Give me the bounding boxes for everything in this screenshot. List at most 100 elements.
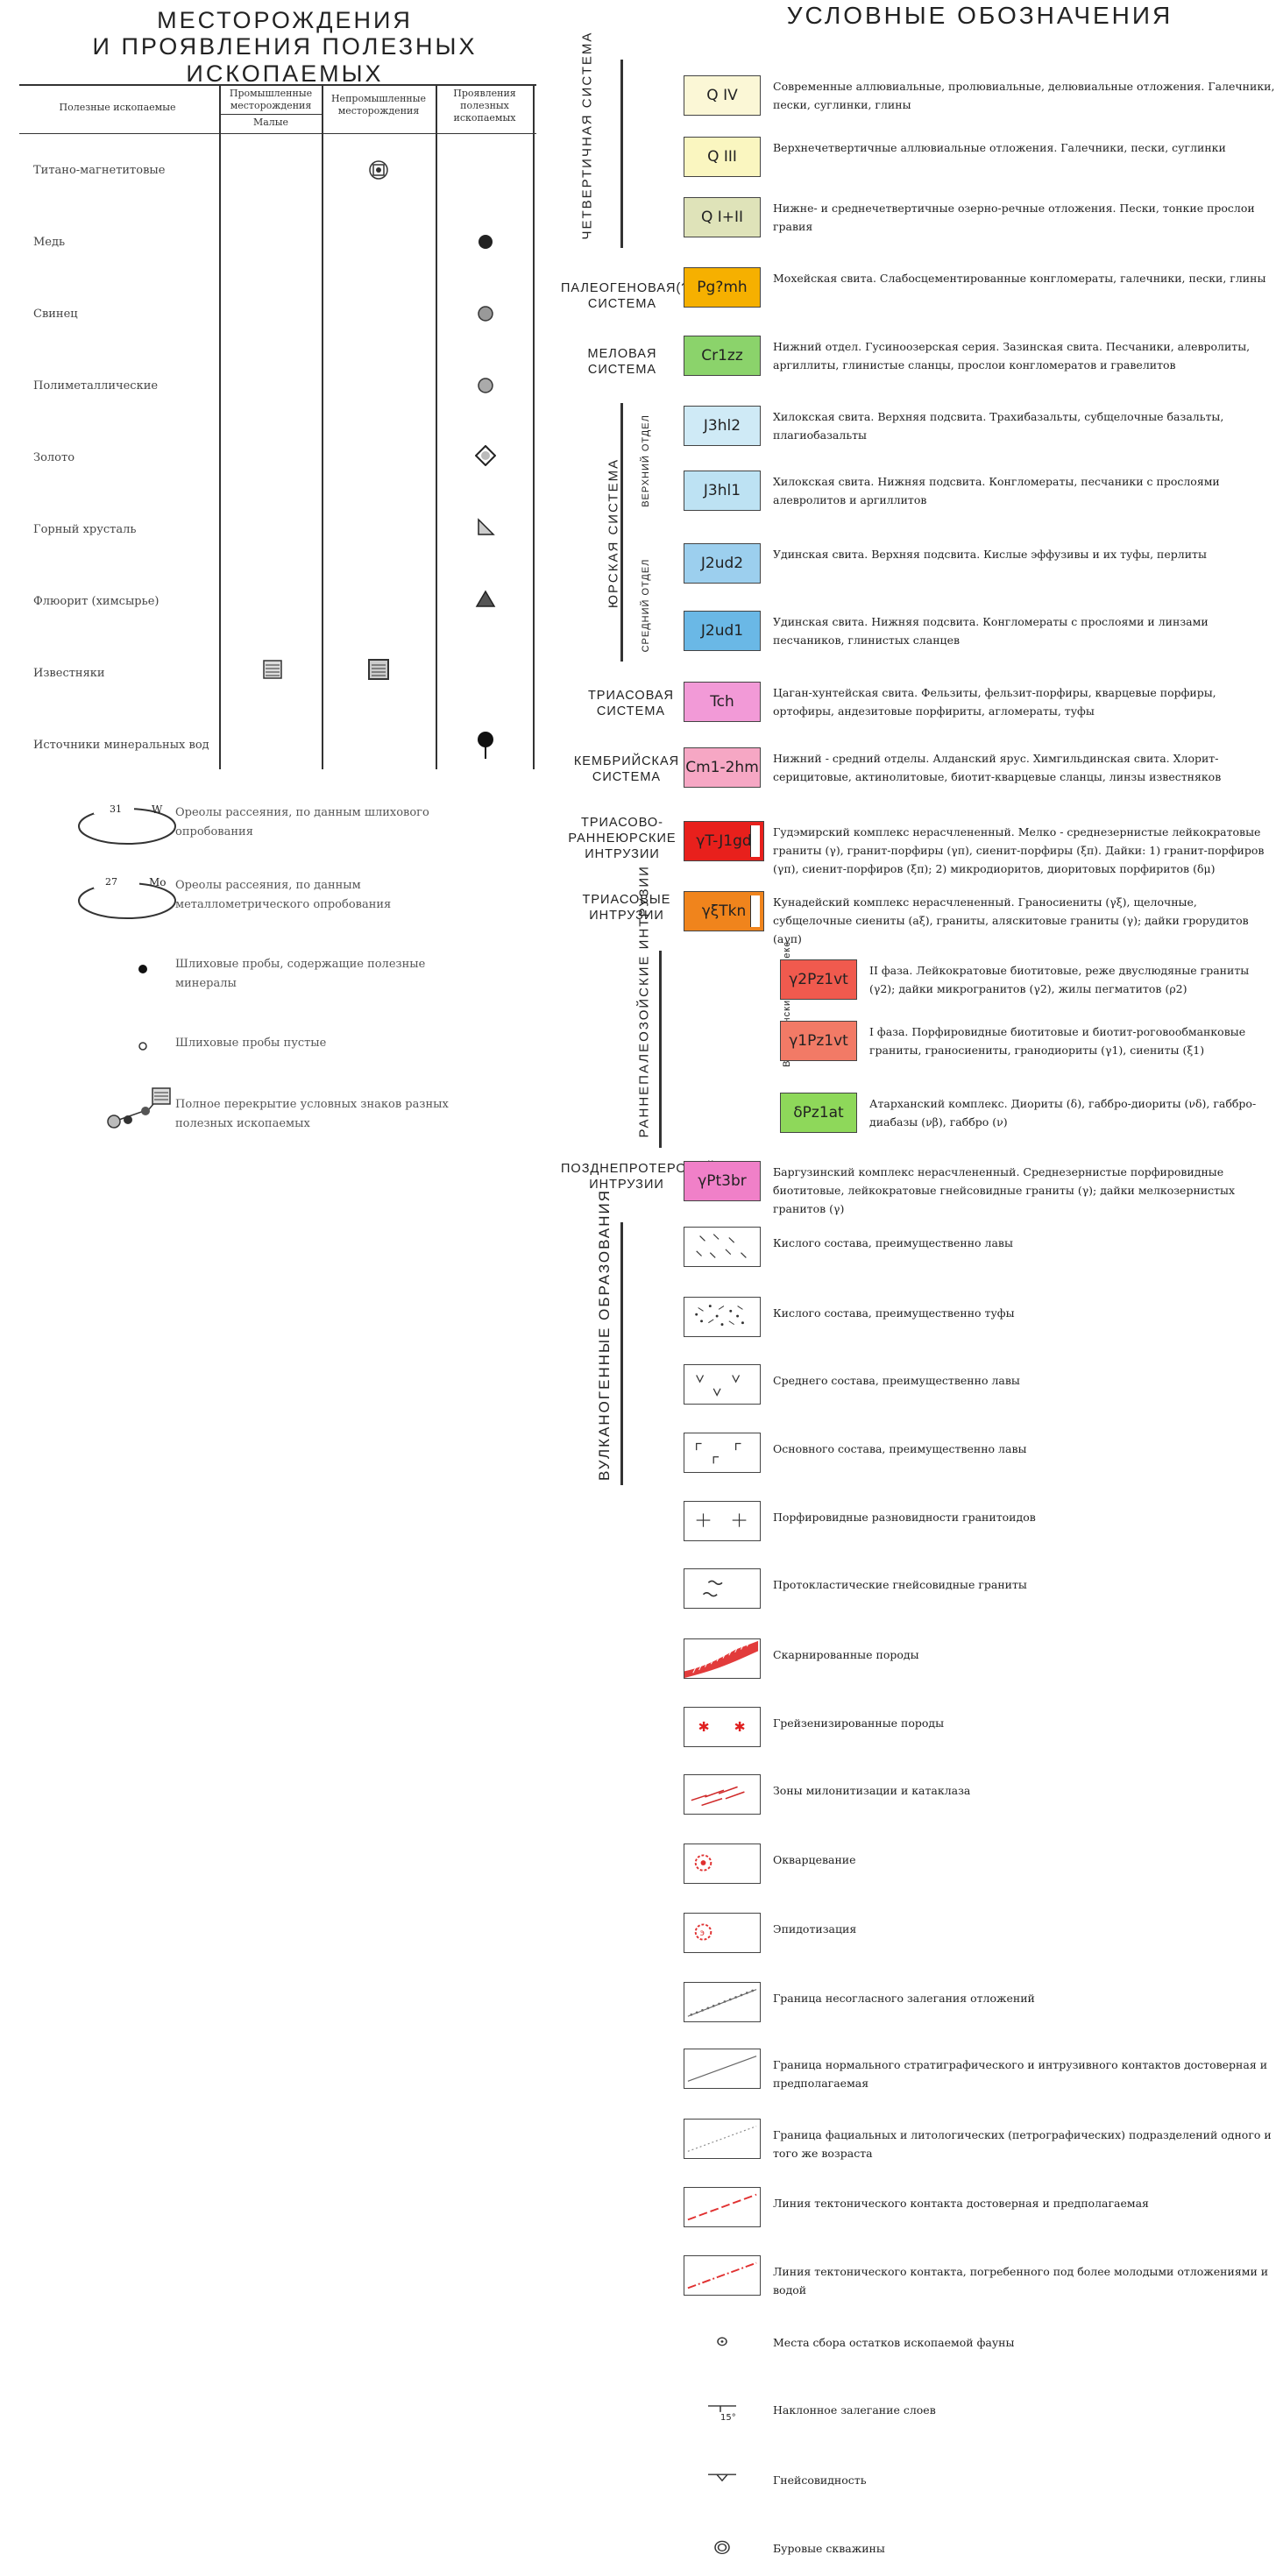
stratum-row: δPz1at Атарханский комплекс. Диориты (δ),… <box>561 1093 1256 1142</box>
overlap-symbols-icon <box>107 1087 171 1129</box>
pattern-row: Порфировидные разновидности гранитоидов <box>561 1501 1253 1545</box>
pattern-row: Места сбора остатков ископаемой фауны <box>561 2326 1253 2370</box>
mineral-name: Известняки <box>33 667 105 680</box>
pattern-description: Наклонное залегание слоев <box>773 2403 936 2417</box>
deposits-title-line2: И ПРОЯВЛЕНИЯ ПОЛЕЗНЫХ ИСКОПАЕМЫХ <box>92 33 478 87</box>
mineral-name: Медь <box>33 236 66 249</box>
heavy-concentrate-halo-icon <box>78 802 176 845</box>
stratum-code: γT-J1gd <box>696 832 752 850</box>
stratum-row: J3hl1 Хилокская свита. Нижняя подсвита. К… <box>561 471 1253 520</box>
legend-title: УСЛОВНЫЕ ОБОЗНАЧЕНИЯ <box>786 2 1173 29</box>
stratum-code-box: δPz1at <box>780 1093 857 1133</box>
normal-contact-line-icon <box>684 2049 761 2089</box>
pattern-row: Гнейсовидность <box>561 2464 1253 2508</box>
stratum-code-box: Cr1zz <box>684 336 761 376</box>
stratum-description: Цаган-хунтейская свита. Фельзиты, фельзи… <box>773 686 1216 718</box>
pattern-row: Граница фациальных и литологических (пет… <box>561 2119 1272 2162</box>
header-nonindustrial: Непромышленные месторождения <box>330 93 427 117</box>
stratum-description: Удинская свита. Нижняя подсвита. Конглом… <box>773 615 1209 647</box>
diamond-circle-icon <box>475 445 496 466</box>
stratum-description: Хилокская свита. Верхняя подсвита. Трахи… <box>773 410 1224 442</box>
pattern-description: Линия тектонического контакта, погребенн… <box>773 2265 1269 2296</box>
sampling-legend-item: Шлиховые пробы пустые <box>0 1023 543 1093</box>
intermediate-lava-pattern-icon <box>684 1364 761 1405</box>
stratum-code: γξTkn <box>701 902 747 920</box>
stratum-code-box: J2ud1 <box>684 611 761 651</box>
group-label-triassic-jurassic-intrusions: ТРИАСОВО-РАННЕЮРСКИЕ ИНТРУЗИИ <box>568 816 677 861</box>
stratum-code-box: J2ud2 <box>684 543 761 584</box>
mineral-name: Титано-магнетитовые <box>33 164 166 177</box>
stratum-code: δPz1at <box>793 1104 844 1122</box>
stratum-description: Атарханский комплекс. Диориты (δ), габбр… <box>869 1097 1257 1129</box>
sampling-text: Полное перекрытие условных знаков разных… <box>175 1098 449 1130</box>
stratum-description: Нижне- и среднечетвертичные озерно-речны… <box>773 202 1255 233</box>
stratum-code-box: γT-J1gd <box>684 821 764 861</box>
dip-angle-label: 15° <box>720 2413 736 2423</box>
greisen-pattern-icon: ✱✱ <box>684 1707 761 1747</box>
stratum-description: Удинская свита. Верхняя подсвита. Кислые… <box>773 548 1207 561</box>
pattern-description: Основного состава, преимущественно лавы <box>773 1442 1027 1455</box>
mineral-name: Полиметаллические <box>33 379 159 393</box>
pattern-row: Протокластические гнейсовидные граниты <box>561 1568 1253 1612</box>
pattern-description: Протокластические гнейсовидные граниты <box>773 1578 1027 1591</box>
pattern-row: Линия тектонического контакта, погребенн… <box>561 2255 1268 2299</box>
stratum-description: Верхнечетвертичные аллювиальные отложени… <box>773 141 1226 154</box>
svg-text:✱: ✱ <box>734 1719 746 1735</box>
mineral-row: Титано-магнетитовые <box>19 140 536 212</box>
stratum-code-box: Pg?mh <box>684 267 761 308</box>
stratum-code: J3hl1 <box>703 482 741 499</box>
mineral-row: Свинец <box>19 284 536 356</box>
mineral-name: Источники минеральных вод <box>33 739 209 752</box>
stratum-code: γ2Pz1vt <box>789 971 848 988</box>
square-concentric-icon <box>369 160 388 180</box>
stratum-description: Хилокская свита. Нижняя подсвита. Конгло… <box>773 475 1220 506</box>
pattern-row: ✱✱Грейзенизированные породы <box>561 1707 1253 1751</box>
fault-line-icon <box>684 2187 761 2227</box>
stratum-code-box: Cm1-2hm <box>684 747 761 788</box>
stratum-description: I фаза. Порфировидные биотитовые и биоти… <box>869 1025 1246 1057</box>
sampling-legend-item: 27 Mo Ореолы рассеяния, по данным металл… <box>0 866 543 936</box>
stratum-code-box: J3hl2 <box>684 406 761 446</box>
group-label-triassic: ТРИАСОВАЯ СИСТЕМА <box>587 689 675 718</box>
sampling-legend-item: Полное перекрытие условных знаков разных… <box>0 1085 543 1155</box>
mineral-row: Флюорит (химсырье) <box>19 571 536 643</box>
empty-dot-icon <box>138 1042 147 1051</box>
halo-label-number: 31 <box>110 803 122 815</box>
hatched-square-icon <box>368 659 389 680</box>
silicification-icon <box>684 1844 761 1884</box>
pattern-row: Кислого состава, преимущественно туфы <box>561 1297 1253 1341</box>
stratum-row: J3hl2 Хилокская свита. Верхняя подсвита. … <box>561 406 1253 455</box>
pattern-description: Скарнированные породы <box>773 1648 919 1661</box>
pattern-row: Зоны милонитизации и катаклаза <box>561 1774 1253 1818</box>
skarn-pattern-icon <box>684 1638 761 1679</box>
stratum-description: Современные аллювиальные, пролювиальные,… <box>773 80 1275 111</box>
mineral-row: Золото <box>19 428 536 499</box>
group-label-triassic-intrusions: ТРИАСОВЫЕ ИНТРУЗИИ <box>582 893 671 923</box>
group-label-paleogene: ПАЛЕОГЕНОВАЯ(?) СИСТЕМА <box>561 281 695 311</box>
stratum-code-box: γ2Pz1vt <box>780 959 857 1000</box>
stratum-description: Гудэмирский комплекс нерасчлененный. Мел… <box>773 825 1265 875</box>
pattern-row: Линия тектонического контакта достоверна… <box>561 2187 1253 2231</box>
stratum-code-box: γ1Pz1vt <box>780 1021 857 1061</box>
pattern-description: Граница фациальных и литологических (пет… <box>773 2128 1272 2160</box>
pattern-description: Гнейсовидность <box>773 2473 867 2487</box>
pattern-row: Среднего состава, преимущественно лавы <box>561 1364 1253 1408</box>
pattern-description: Порфировидные разновидности гранитоидов <box>773 1511 1036 1524</box>
triangle-hatched-icon <box>478 518 495 535</box>
mineral-name: Флюорит (химсырье) <box>33 595 160 608</box>
pattern-row: Основного состава, преимущественно лавы <box>561 1433 1253 1476</box>
halo-label-number: 27 <box>105 876 117 888</box>
pattern-description: Кислого состава, преимущественно туфы <box>773 1306 1015 1320</box>
filled-dot-icon <box>138 965 147 973</box>
basic-lava-pattern-icon <box>684 1433 761 1473</box>
mineral-name: Золото <box>33 451 75 464</box>
gneissic-pattern-icon <box>684 1568 761 1609</box>
stratum-code-box: γξTkn <box>684 891 764 931</box>
